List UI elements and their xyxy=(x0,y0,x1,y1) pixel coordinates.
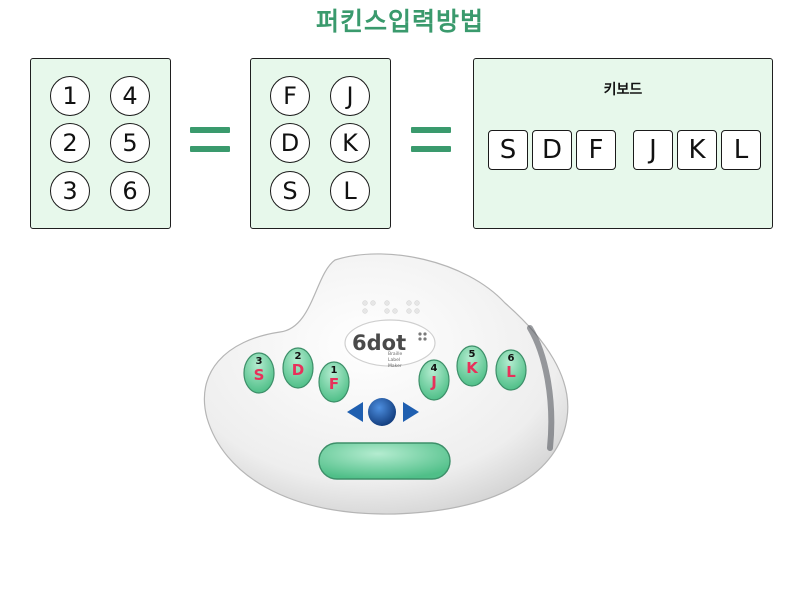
nav-controls xyxy=(347,398,419,426)
dot-4: 4 xyxy=(110,76,150,116)
device-key-s-letter: S xyxy=(254,366,265,384)
device-key-d-number: 2 xyxy=(295,351,302,362)
dot-letter-d: D xyxy=(270,123,310,163)
page-title: 퍼킨스입력방법 xyxy=(315,7,484,36)
dot-6: 6 xyxy=(110,171,150,211)
dot-1: 1 xyxy=(50,76,90,116)
device-key-l-number: 6 xyxy=(508,353,515,364)
dot-numbers-panel: 1 4 2 5 3 6 xyxy=(30,58,171,229)
dot-letter-s: S xyxy=(270,171,310,211)
key-s: S xyxy=(488,130,528,170)
device-key-k-number: 5 xyxy=(469,349,476,360)
device-key-j-letter: J xyxy=(430,373,437,391)
device-key-f-number: 1 xyxy=(331,365,338,376)
tagline-line-1: Braille xyxy=(388,351,402,357)
nav-left-arrow-icon xyxy=(347,402,363,422)
dot-5: 5 xyxy=(110,123,150,163)
dot-letter-l: L xyxy=(330,171,370,211)
dot-letter-j: J xyxy=(330,76,370,116)
dot-3: 3 xyxy=(50,171,90,211)
key-k: K xyxy=(677,130,717,170)
equals-sign-1 xyxy=(190,127,230,165)
tagline-line-3: Maker xyxy=(388,363,402,369)
tagline-line-2: Label xyxy=(388,357,400,363)
key-d: D xyxy=(532,130,572,170)
brand-dots-icon xyxy=(418,332,427,341)
device-space-bar xyxy=(318,442,451,480)
device-key-k: 5 K xyxy=(456,345,488,387)
equals-sign-2 xyxy=(411,127,451,165)
device-key-d-letter: D xyxy=(292,361,304,379)
key-l: L xyxy=(721,130,761,170)
key-j: J xyxy=(633,130,673,170)
keyboard-label: 키보드 xyxy=(603,82,643,98)
dot-letter-f: F xyxy=(270,76,310,116)
nav-center-button xyxy=(368,398,396,426)
braille-label-maker-device: 6dot Braille Label Maker 3 S 2 D 1 F 4 J… xyxy=(203,253,569,515)
dot-letter-k: K xyxy=(330,123,370,163)
device-key-d: 2 D xyxy=(282,347,314,389)
device-key-j: 4 J xyxy=(418,359,450,401)
device-key-j-number: 4 xyxy=(431,363,438,374)
device-key-f: 1 F xyxy=(318,361,350,403)
dot-letters-panel: F J D K S L xyxy=(250,58,391,229)
brand-text: 6dot xyxy=(352,331,406,355)
keyboard-panel: 키보드 S D F J K L xyxy=(473,58,773,229)
braille-dots-decoration xyxy=(362,300,420,314)
device-body xyxy=(203,253,569,515)
device-key-s-number: 3 xyxy=(256,356,263,367)
device-key-l: 6 L xyxy=(495,349,527,391)
key-f: F xyxy=(576,130,616,170)
device-key-f-letter: F xyxy=(329,375,339,393)
nav-right-arrow-icon xyxy=(403,402,419,422)
dot-2: 2 xyxy=(50,123,90,163)
device-key-s: 3 S xyxy=(243,352,275,394)
device-key-l-letter: L xyxy=(506,363,516,381)
device-key-k-letter: K xyxy=(466,359,479,377)
brand-badge: 6dot Braille Label Maker xyxy=(344,319,436,369)
